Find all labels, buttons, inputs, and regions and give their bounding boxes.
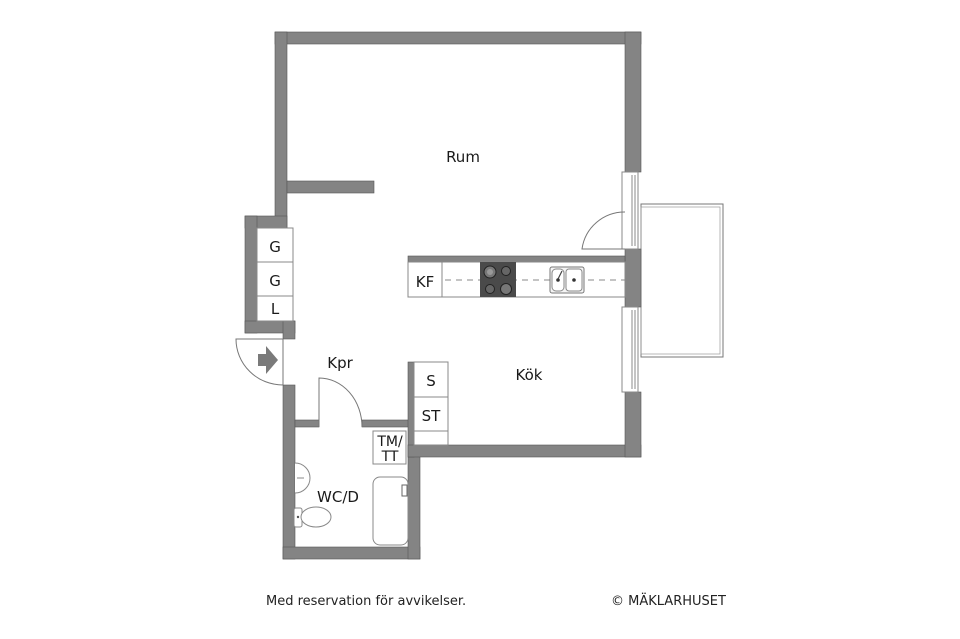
closet-label: L (271, 300, 280, 318)
closet-label: G (269, 272, 281, 290)
closets: G G L (256, 227, 294, 322)
storage-s-label: S (426, 372, 436, 390)
kitchen-counter: KF (407, 261, 626, 298)
bathtub-icon (372, 476, 409, 546)
stove-icon (480, 262, 516, 297)
washer-label-1: TM/ (376, 434, 403, 450)
copyright-text: © MÄKLARHUSET (611, 594, 726, 609)
storage-st-label: ST (422, 407, 442, 425)
sink-icon (549, 266, 585, 294)
balcony (640, 203, 724, 358)
windows (621, 171, 639, 393)
room-label-kok: Kök (516, 366, 543, 384)
washer-label-2: TT (381, 449, 399, 465)
arrow-right-icon (258, 346, 278, 374)
bathroom-fixtures: TM/ TT (293, 430, 409, 546)
entrance-door[interactable] (235, 338, 284, 386)
toilet-icon (293, 506, 332, 528)
bathroom-door-swing (318, 377, 363, 428)
closet-label: G (269, 238, 281, 256)
fridge-freezer-label: KF (416, 273, 434, 291)
room-label-rum: Rum (446, 148, 480, 166)
walls (244, 31, 642, 560)
balcony-door-swing (581, 211, 626, 250)
kitchen-storage: S ST (413, 361, 449, 446)
disclaimer-text: Med reservation för avvikelser. (266, 594, 467, 609)
room-label-wc: WC/D (317, 488, 359, 506)
room-label-kpr: Kpr (327, 354, 353, 372)
